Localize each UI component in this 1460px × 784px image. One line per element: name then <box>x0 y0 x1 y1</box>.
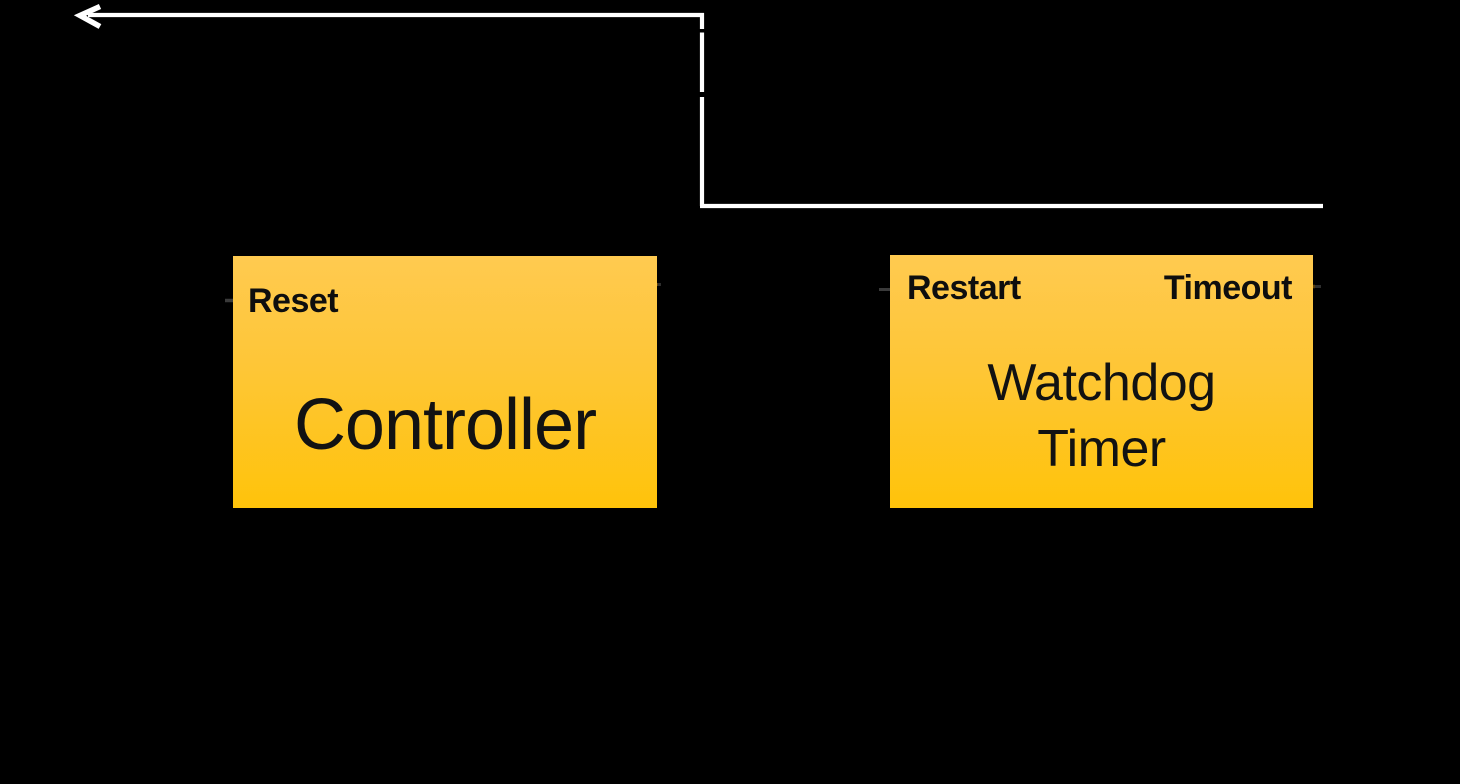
watchdog-title-line1: Watchdog <box>987 354 1216 412</box>
controller-reset-port-label: Reset <box>248 282 339 320</box>
arrowhead-left-icon <box>73 3 102 29</box>
controller-box: Reset Controller <box>233 256 657 508</box>
watchdog-restart-port-label: Restart <box>907 269 1021 307</box>
watchdog-timeout-port-label: Timeout <box>1163 269 1293 307</box>
controller-title: Controller <box>293 385 597 465</box>
watchdog-timer-box: Restart Timeout Watchdog Timer <box>890 255 1313 508</box>
watchdog-title-line2: Timer <box>1037 420 1166 478</box>
watchdog-timer-title: Watchdog Timer <box>890 350 1313 482</box>
